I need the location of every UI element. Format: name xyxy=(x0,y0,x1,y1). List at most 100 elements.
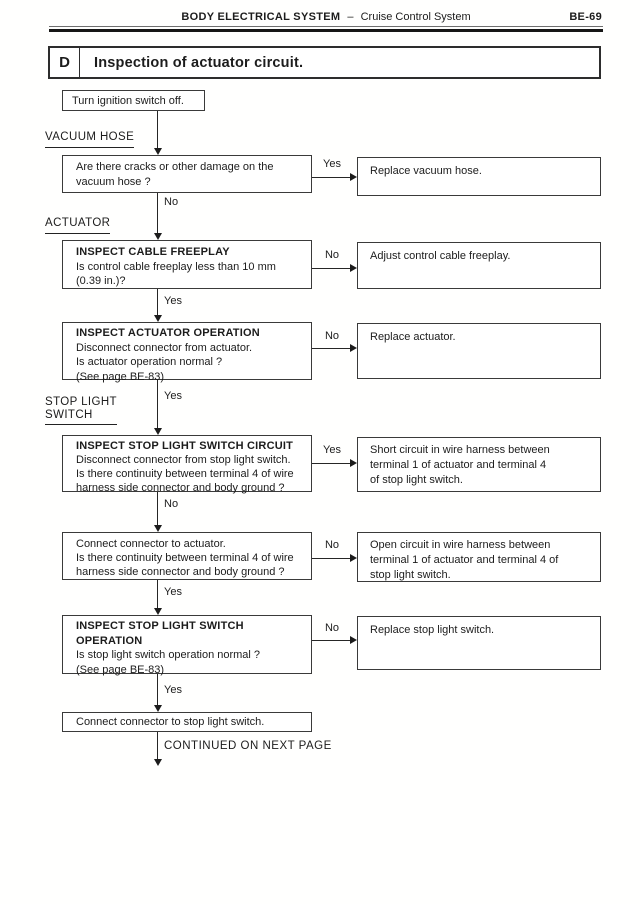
arrow-right-icon xyxy=(350,264,357,272)
connector-line xyxy=(312,348,351,349)
branch-label-yes: Yes xyxy=(164,295,182,307)
result-text: Replace actuator. xyxy=(370,331,456,343)
result-box-open-circuit: Open circuit in wire harness between ter… xyxy=(357,532,601,582)
procedure-letter: D xyxy=(50,48,80,77)
connector-line xyxy=(157,732,158,760)
flow-box-connect-sls: Connect connector to stop light switch. xyxy=(62,712,312,732)
branch-label-no: No xyxy=(324,622,340,634)
arrow-right-icon xyxy=(350,554,357,562)
flow-text: Turn ignition switch off. xyxy=(72,95,184,107)
flow-text: harness side connector and body ground ? xyxy=(76,566,285,578)
flow-text: Connect connector to actuator. xyxy=(76,538,226,550)
flow-box-sls-circuit: INSPECT STOP LIGHT SWITCH CIRCUIT Discon… xyxy=(62,435,312,494)
header-separator: – xyxy=(347,11,354,23)
connector-line xyxy=(157,674,158,707)
section-label-line: STOP LIGHT xyxy=(45,396,117,408)
branch-label-yes: Yes xyxy=(323,444,341,456)
arrow-down-icon xyxy=(154,428,162,435)
flow-box-title: INSPECT CABLE FREEPLAY xyxy=(76,246,230,258)
result-box-actuator: Replace actuator. xyxy=(357,323,601,379)
branch-label-yes: Yes xyxy=(164,684,182,696)
flow-box-start: Turn ignition switch off. xyxy=(62,90,205,111)
procedure-title: Inspection of actuator circuit. xyxy=(94,54,304,71)
result-text: of stop light switch. xyxy=(370,474,463,486)
result-text: terminal 1 of actuator and terminal 4 xyxy=(370,459,547,471)
arrow-down-icon xyxy=(154,705,162,712)
flow-text: Is there continuity between terminal 4 o… xyxy=(76,552,294,564)
page-header: BODY ELECTRICAL SYSTEM – Cruise Control … xyxy=(49,11,603,23)
result-text: Open circuit in wire harness between xyxy=(370,539,551,551)
arrow-down-icon xyxy=(154,233,162,240)
arrow-right-icon xyxy=(350,173,357,181)
arrow-down-icon xyxy=(154,608,162,615)
flow-text: vacuum hose ? xyxy=(76,175,151,188)
flow-text: Is there continuity between terminal 4 o… xyxy=(76,468,294,480)
continued-note: CONTINUED ON NEXT PAGE xyxy=(164,740,332,752)
flow-text: (0.39 in.)? xyxy=(76,275,126,287)
branch-label-no: No xyxy=(324,249,340,261)
section-label-line: SWITCH xyxy=(45,408,93,421)
flow-text: Is stop light switch operation normal ? xyxy=(76,649,261,661)
result-text: stop light switch. xyxy=(370,569,451,581)
flow-text: (See page BE-83) xyxy=(76,370,165,383)
section-label-actuator: ACTUATOR xyxy=(45,217,111,234)
connector-line xyxy=(312,268,351,269)
connector-line xyxy=(312,177,351,178)
flow-box-title: INSPECT STOP LIGHT SWITCH xyxy=(76,620,244,632)
flow-text: Connect connector to stop light switch. xyxy=(76,716,265,728)
arrow-down-icon xyxy=(154,525,162,532)
header-subsystem: Cruise Control System xyxy=(360,11,471,23)
result-box-short-circuit: Short circuit in wire harness between te… xyxy=(357,437,601,492)
flow-text: Is actuator operation normal ? xyxy=(76,356,223,368)
result-text: Replace stop light switch. xyxy=(370,624,495,636)
arrow-right-icon xyxy=(350,636,357,644)
section-label-stop-light-switch: STOP LIGHT SWITCH xyxy=(45,396,117,425)
page-code: BE-69 xyxy=(569,11,602,23)
flow-box-actuator-operation: INSPECT ACTUATOR OPERATION Disconnect co… xyxy=(62,322,312,383)
header-rule-thick xyxy=(49,29,603,32)
procedure-title-box: D Inspection of actuator circuit. xyxy=(48,46,601,79)
flow-text: (See page BE-83) xyxy=(76,663,165,676)
flow-box-title: INSPECT STOP LIGHT SWITCH CIRCUIT xyxy=(76,440,294,452)
result-text: Adjust control cable freeplay. xyxy=(370,250,511,262)
connector-line xyxy=(157,380,158,429)
connector-line xyxy=(312,558,351,559)
arrow-down-icon xyxy=(154,148,162,155)
arrow-down-icon xyxy=(154,315,162,322)
arrow-down-icon xyxy=(154,759,162,766)
flow-text: Disconnect connector from stop light swi… xyxy=(76,454,291,466)
result-text: terminal 1 of actuator and terminal 4 of xyxy=(370,554,559,566)
arrow-right-icon xyxy=(350,344,357,352)
flow-box-title: INSPECT ACTUATOR OPERATION xyxy=(76,327,260,339)
connector-line xyxy=(157,492,158,526)
arrow-right-icon xyxy=(350,459,357,467)
branch-label-no: No xyxy=(324,539,340,551)
connector-line xyxy=(312,640,351,641)
flow-box-connect-actuator: Connect connector to actuator. Is there … xyxy=(62,532,312,580)
flow-box-cable-freeplay: INSPECT CABLE FREEPLAY Is control cable … xyxy=(62,240,312,289)
branch-label-no: No xyxy=(164,196,179,208)
section-label-vacuum-hose: VACUUM HOSE xyxy=(45,131,135,148)
branch-label-yes: Yes xyxy=(164,390,182,402)
connector-line xyxy=(157,111,158,149)
flow-box-title: OPERATION xyxy=(76,634,143,647)
result-box-replace-sls: Replace stop light switch. xyxy=(357,616,601,670)
branch-label-no: No xyxy=(324,330,340,342)
flow-text: harness side connector and body ground ? xyxy=(76,482,285,494)
connector-line xyxy=(157,580,158,609)
connector-line xyxy=(157,289,158,316)
result-text: Replace vacuum hose. xyxy=(370,165,482,177)
flow-text: Are there cracks or other damage on the xyxy=(76,161,274,173)
header-rule-thin xyxy=(49,26,603,27)
connector-line xyxy=(312,463,351,464)
branch-label-yes: Yes xyxy=(323,158,341,170)
header-section-title: BODY ELECTRICAL SYSTEM xyxy=(181,11,341,23)
flow-box-sls-operation: INSPECT STOP LIGHT SWITCH OPERATION Is s… xyxy=(62,615,312,676)
branch-label-no: No xyxy=(164,498,179,510)
result-text: Short circuit in wire harness between xyxy=(370,444,550,456)
flow-box-vacuum-check: Are there cracks or other damage on the … xyxy=(62,155,312,193)
result-box-cable-freeplay: Adjust control cable freeplay. xyxy=(357,242,601,289)
flow-text: Disconnect connector from actuator. xyxy=(76,341,253,354)
result-box-vacuum: Replace vacuum hose. xyxy=(357,157,601,196)
